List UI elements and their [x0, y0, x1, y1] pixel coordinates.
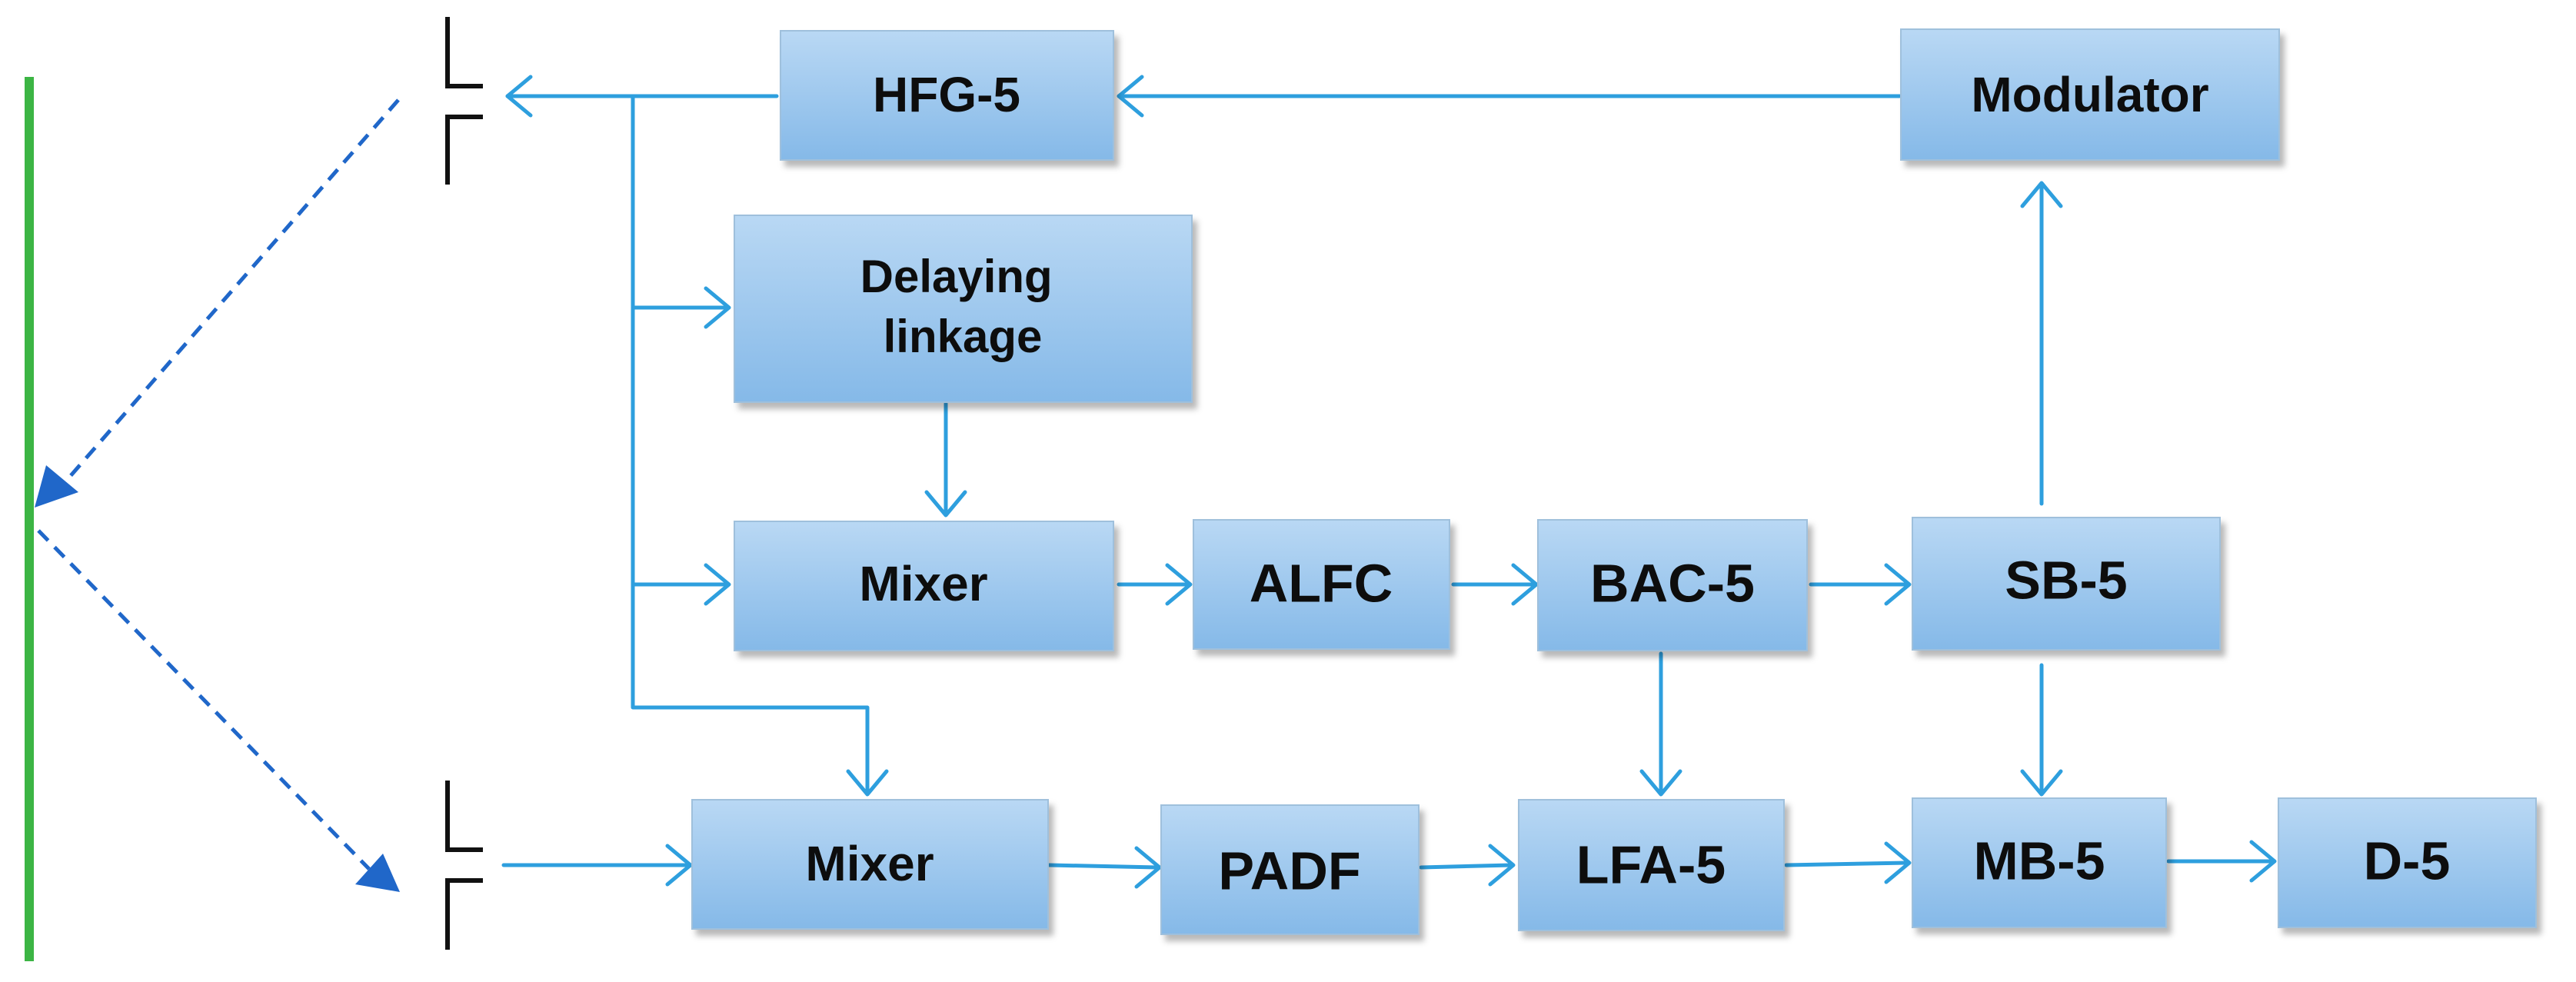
block-sb5-label: SB-5 — [2005, 550, 2127, 610]
wave-arrowheads — [35, 465, 400, 892]
outgoing-wave-arrowhead — [35, 465, 78, 508]
signal-connections — [501, 75, 2277, 889]
block-alfc-label: ALFC — [1250, 553, 1393, 613]
block-mixer-top-label: Mixer — [859, 556, 987, 611]
transmit-antenna — [445, 17, 483, 185]
radiated-wave — [37, 98, 400, 870]
block-mixer-top: Mixer — [734, 521, 1114, 651]
block-sb5: SB-5 — [1912, 517, 2221, 651]
block-alfc: ALFC — [1193, 519, 1450, 650]
block-padf-label: PADF — [1218, 841, 1360, 900]
block-lfa5-label: LFA-5 — [1576, 834, 1726, 894]
block-d5-label: D-5 — [2364, 831, 2451, 890]
block-bac5-label: BAC-5 — [1590, 553, 1755, 613]
block-delaying-linkage-label: Delaying linkage — [860, 251, 1066, 362]
reflected-wave-arrowhead — [355, 854, 400, 892]
reflected-wave-line — [37, 529, 371, 870]
outgoing-wave-line — [62, 98, 400, 486]
block-delaying-linkage: Delaying linkage — [734, 215, 1193, 403]
receive-antenna — [445, 781, 483, 950]
block-mb5: MB-5 — [1912, 797, 2167, 928]
block-mb5-label: MB-5 — [1973, 831, 2105, 890]
block-delaying-linkage-line2: linkage — [884, 311, 1043, 362]
block-hfg5: HFG-5 — [780, 30, 1114, 161]
block-modulator-label: Modulator — [1971, 67, 2208, 122]
block-lfa5: LFA-5 — [1518, 799, 1785, 931]
block-bac5: BAC-5 — [1537, 519, 1808, 651]
block-delaying-linkage-line1: Delaying — [860, 251, 1053, 302]
block-padf: PADF — [1160, 804, 1419, 935]
block-mixer-bottom: Mixer — [691, 799, 1049, 930]
block-modulator: Modulator — [1900, 28, 2280, 161]
block-mixer-bottom-label: Mixer — [805, 836, 934, 891]
block-hfg5-label: HFG-5 — [873, 67, 1020, 122]
block-d5: D-5 — [2278, 797, 2537, 928]
